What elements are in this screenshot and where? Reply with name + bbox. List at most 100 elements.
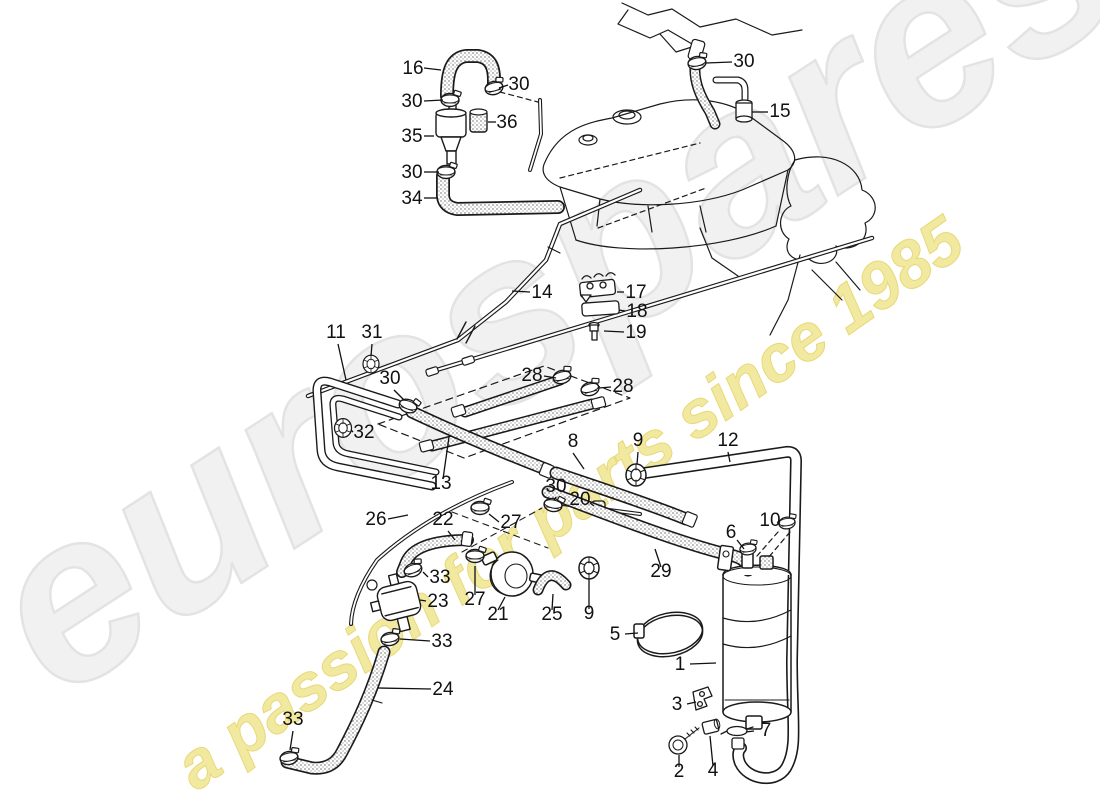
part-label-30-23: 30 <box>545 476 566 497</box>
leader-line-24-43 <box>377 687 432 690</box>
part-label-30-17: 30 <box>379 368 400 389</box>
part-label-24-43: 24 <box>432 679 454 700</box>
leader-line-9-21 <box>636 451 639 465</box>
leader-line-25-34 <box>551 593 554 611</box>
part-label-28-14: 28 <box>612 376 633 397</box>
part-label-1-38: 1 <box>675 654 686 675</box>
leader-line-28-13 <box>543 375 557 379</box>
grommet-32 <box>333 418 353 438</box>
grommet-9-b <box>578 556 600 580</box>
leader-line-33-31 <box>422 571 429 578</box>
clamp-band-5 <box>633 611 704 658</box>
part-label-11-15: 11 <box>326 322 346 343</box>
dash-guides <box>451 507 549 553</box>
part-label-13-19: 13 <box>430 473 451 494</box>
leader-line-16-0 <box>423 67 442 71</box>
leader-line-14-9 <box>511 290 531 293</box>
leader-line-10-25 <box>776 521 781 524</box>
part-label-8-20: 8 <box>568 431 579 452</box>
engine-outline <box>617 2 876 336</box>
part-label-7-42: 7 <box>761 720 772 741</box>
part-label-9-21: 9 <box>633 430 644 451</box>
leader-line-12-22 <box>727 451 731 463</box>
leader-line-27-29 <box>488 513 500 523</box>
leader-line-28-14 <box>598 386 612 389</box>
damper-bolt <box>366 579 378 591</box>
part-label-12-22: 12 <box>717 430 738 451</box>
part-label-18-11: 18 <box>626 301 647 322</box>
part-label-6-26: 6 <box>726 522 737 543</box>
vent-tube-11 <box>312 376 440 491</box>
part-label-5-37: 5 <box>610 624 621 645</box>
leader-line-26-27 <box>387 514 409 520</box>
part-label-30-5: 30 <box>401 162 422 183</box>
leader-line-18-11 <box>618 309 626 312</box>
leader-line-8-20 <box>572 452 585 470</box>
leader-line-30-7 <box>705 61 733 64</box>
part-label-25-34: 25 <box>541 604 562 625</box>
leader-line-30-17 <box>393 389 405 401</box>
leader-line-30-2 <box>423 99 444 102</box>
part-label-17-10: 17 <box>625 282 646 303</box>
part-label-3-39: 3 <box>672 694 683 715</box>
leader-line-11-15 <box>337 343 347 381</box>
clamp-27-a <box>470 497 493 516</box>
part-label-35-3: 35 <box>401 126 422 147</box>
check-valve-35 <box>435 97 467 165</box>
part-label-15-8: 15 <box>769 101 790 122</box>
leader-line-30-23 <box>553 496 557 501</box>
leader-line-6-26 <box>736 539 745 550</box>
leader-line-22-28 <box>447 530 456 541</box>
grommet-9-a <box>625 463 647 487</box>
leader-line-29-36 <box>654 548 662 568</box>
part-label-26-27: 26 <box>365 509 386 530</box>
damper-23 <box>369 573 422 633</box>
vent-valve-21 <box>480 551 545 597</box>
part-label-36-4: 36 <box>496 112 517 133</box>
part-label-4-41: 4 <box>708 760 719 781</box>
part-label-23-32: 23 <box>427 591 448 612</box>
leader-line-5-37 <box>624 632 639 635</box>
leader-line-23-32 <box>419 599 427 602</box>
leader-line-19-12 <box>603 330 625 333</box>
part-label-9-35: 9 <box>584 603 595 624</box>
part-label-33-31: 33 <box>429 567 450 588</box>
part-label-34-6: 34 <box>401 188 423 209</box>
leader-line-33-44 <box>399 638 431 642</box>
part-label-32-18: 32 <box>353 422 374 443</box>
grommet-31 <box>362 354 380 374</box>
leader-line-21-33 <box>497 596 506 611</box>
carbon-canister-1 <box>716 544 792 730</box>
part-label-21-33: 21 <box>487 604 508 625</box>
fuel-pipe-pair <box>425 235 875 377</box>
leader-line-32-18 <box>350 429 354 433</box>
part-label-19-12: 19 <box>625 322 646 343</box>
leader-line-31-16 <box>370 343 373 357</box>
leader-line-1-38 <box>689 662 717 665</box>
part-label-20-24: 20 <box>569 489 590 510</box>
bushing-36 <box>469 108 488 133</box>
part-label-31-16: 31 <box>361 322 382 343</box>
part-label-33-45: 33 <box>282 709 303 730</box>
part-label-27-29: 27 <box>500 512 521 533</box>
part-label-28-13: 28 <box>521 365 542 386</box>
leader-line-13-19 <box>442 436 450 480</box>
part-label-2-40: 2 <box>674 761 685 782</box>
tank-vent-top <box>689 60 753 130</box>
part-label-10-25: 10 <box>759 510 780 531</box>
part-label-33-44: 33 <box>431 631 452 652</box>
clamp-6 <box>738 538 760 557</box>
small-hardware <box>668 686 754 755</box>
leader-line-3-39 <box>686 701 697 705</box>
diagram-art <box>277 2 876 785</box>
fuel-tank-outline <box>542 99 796 250</box>
line-clips <box>579 272 620 341</box>
part-label-30-7: 30 <box>733 51 754 72</box>
part-label-16-0: 16 <box>402 58 423 79</box>
part-label-30-1: 30 <box>508 74 529 95</box>
vent-pipe-14 <box>305 91 643 399</box>
part-label-22-28: 22 <box>432 509 453 530</box>
